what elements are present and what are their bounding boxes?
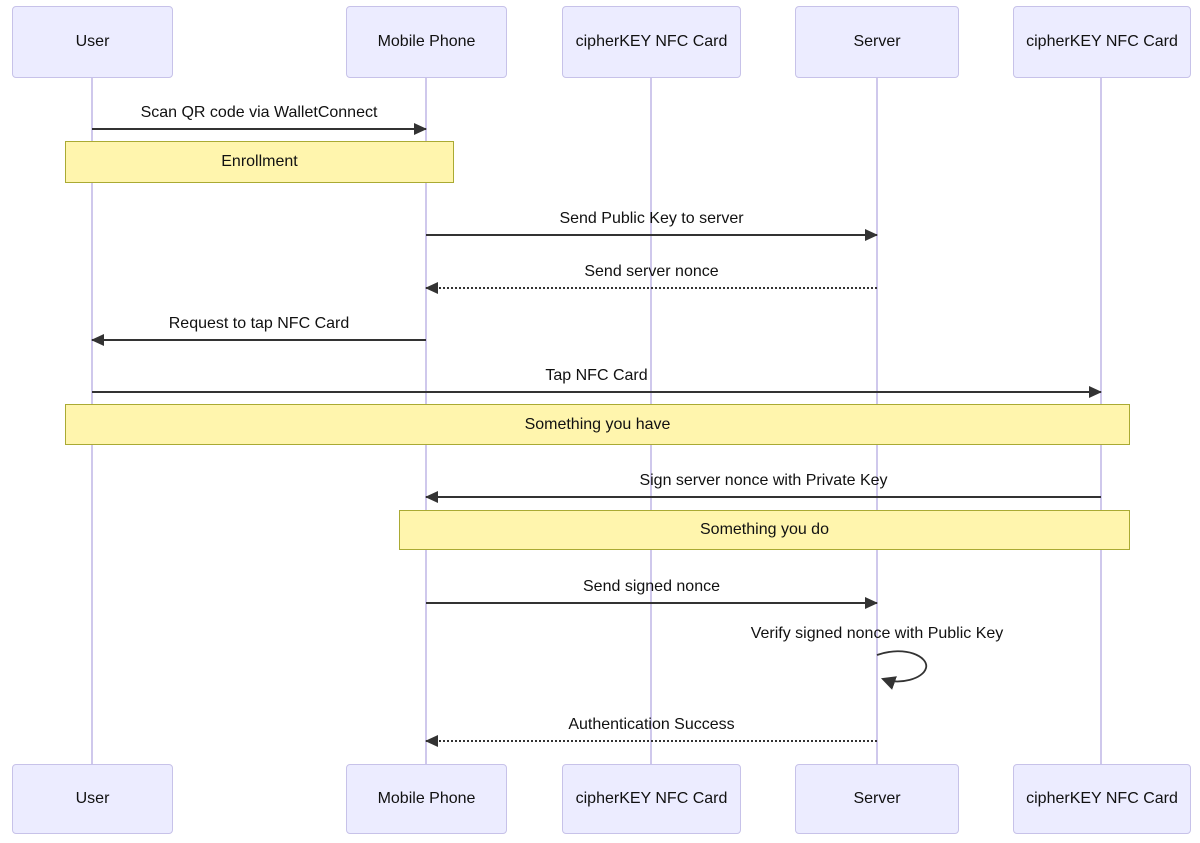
actor-bottom-cipherkey-nfc-card-2: cipherKEY NFC Card [1013, 764, 1191, 834]
actor-label: Server [853, 33, 901, 50]
message-label: Scan QR code via WalletConnect [140, 104, 378, 121]
message-line-dashed [426, 740, 877, 742]
message-line [426, 496, 1101, 498]
actor-bottom-mobile-phone: Mobile Phone [346, 764, 507, 834]
message-label: Send signed nonce [583, 578, 720, 595]
message-label: Tap NFC Card [545, 367, 648, 384]
arrowhead-right-icon [414, 123, 427, 135]
actor-bottom-server: Server [795, 764, 959, 834]
message-label: Verify signed nonce with Public Key [750, 625, 1004, 642]
message-line [92, 128, 426, 130]
message-line [92, 339, 426, 341]
note-label: Something you do [700, 521, 829, 538]
message-line [426, 602, 877, 604]
actor-label: cipherKEY NFC Card [1026, 33, 1178, 50]
actor-top-cipherkey-nfc-card-2: cipherKEY NFC Card [1013, 6, 1191, 78]
actor-label: Mobile Phone [377, 790, 476, 807]
message-line [426, 234, 877, 236]
arrowhead-right-icon [1089, 386, 1102, 398]
actor-label: cipherKEY NFC Card [1026, 790, 1178, 807]
actor-top-mobile-phone: Mobile Phone [346, 6, 507, 78]
arrowhead-right-icon [865, 597, 878, 609]
actor-top-user: User [12, 6, 173, 78]
actor-label: User [75, 790, 110, 807]
actor-bottom-cipherkey-nfc-card-1: cipherKEY NFC Card [562, 764, 741, 834]
note-label: Something you have [524, 415, 671, 433]
arrowhead-right-icon [865, 229, 878, 241]
message-line-dashed [426, 287, 877, 289]
message-line [92, 391, 1101, 393]
self-loop-arrow-icon [876, 650, 927, 690]
arrowhead-left-icon [425, 491, 438, 503]
actor-label: Server [853, 790, 901, 807]
actor-label: cipherKEY NFC Card [575, 33, 728, 50]
actor-top-cipherkey-nfc-card-1: cipherKEY NFC Card [562, 6, 741, 78]
actor-label: Mobile Phone [377, 33, 476, 50]
message-label: Authentication Success [568, 716, 735, 733]
arrowhead-left-icon [425, 735, 438, 747]
note-something-you-have: Something you have [65, 404, 1130, 445]
note-something-you-do: Something you do [399, 510, 1130, 550]
note-enrollment: Enrollment [65, 141, 454, 183]
message-label: Send server nonce [584, 263, 719, 280]
actor-label: cipherKEY NFC Card [575, 790, 728, 807]
arrowhead-left-icon [425, 282, 438, 294]
message-label: Send Public Key to server [559, 210, 744, 227]
message-label: Sign server nonce with Private Key [639, 472, 888, 489]
actor-bottom-user: User [12, 764, 173, 834]
actor-label: User [75, 33, 110, 50]
note-label: Enrollment [221, 153, 298, 170]
actor-top-server: Server [795, 6, 959, 78]
arrowhead-left-icon [91, 334, 104, 346]
message-label: Request to tap NFC Card [168, 315, 350, 332]
